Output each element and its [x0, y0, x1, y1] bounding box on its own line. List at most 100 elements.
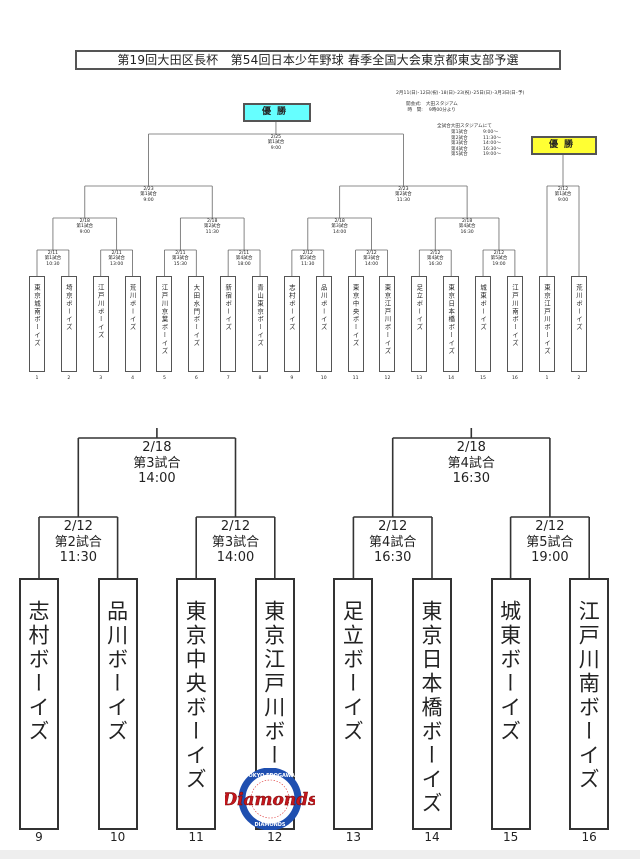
match-time: 16:30: [452, 471, 491, 486]
match-date: 2/12: [63, 519, 93, 534]
team-seed-number: 15: [502, 830, 519, 844]
team-box-a: 城東ボーイズ: [475, 276, 492, 372]
match-time: 11:30: [396, 197, 410, 203]
champion-box-main: 優勝: [243, 103, 311, 122]
team-box-a: 品川ボーイズ: [315, 276, 332, 372]
match-game: 第4試合: [426, 256, 444, 262]
team-seed-number: 10: [109, 830, 126, 844]
match-game: 第3試合: [331, 224, 349, 230]
team-box-zoomed: 志村ボーイズ: [19, 578, 59, 830]
match-time: 18:00: [237, 261, 251, 267]
team-box-a: 足立ボーイズ: [411, 276, 428, 372]
match-game: 第2試合: [203, 224, 221, 230]
team-seed-number: 11: [188, 830, 204, 844]
match-date: 2/18: [79, 219, 90, 224]
match-date: 2/11: [238, 251, 250, 256]
match-time: 9:00: [143, 197, 154, 203]
match-date: 2/18: [142, 440, 172, 455]
match-game: 第5試合: [490, 256, 508, 262]
match-time: 9:00: [557, 197, 569, 203]
schedule-game: 第5試合: [451, 152, 468, 158]
match-date: 2/12: [493, 251, 505, 256]
match-time: 11:30: [301, 261, 315, 267]
match-date: 2/12: [430, 251, 441, 256]
team-seed-number: 10: [320, 376, 327, 381]
match-time: 14:00: [216, 550, 255, 565]
match-time: 11:30: [59, 550, 98, 565]
match-game: 第4試合: [447, 455, 495, 471]
team-box-a: 新宿ボーイズ: [220, 276, 237, 372]
team-box-zoomed: 品川ボーイズ: [97, 578, 138, 830]
team-seed-number: 15: [480, 376, 486, 381]
logo-top-text: TOKYO EDOGAWA: [245, 773, 295, 779]
match-game: 第3試合: [211, 534, 260, 550]
logo-ball: [250, 779, 290, 819]
match-time: 16:30: [373, 550, 412, 565]
schedule-time: 11:30～: [483, 135, 501, 141]
team-seed-number: 11: [352, 376, 359, 381]
match-time: 9:00: [79, 229, 90, 235]
champion-box-secondary: 優勝: [531, 136, 597, 155]
team-seed-number: 5: [162, 376, 166, 381]
schedule-header: 全試合大田スタジアムにて: [437, 124, 492, 129]
logo-bottom-text: DIAMONDS: [254, 822, 285, 828]
match-date: 2/23: [143, 187, 154, 192]
team-box-b: 東京江戸川ボーイズ: [539, 276, 555, 372]
match-time: 11:30: [205, 229, 219, 235]
match-date: 2/25: [270, 135, 282, 140]
match-game: 第3試合: [133, 455, 181, 471]
match-game: 第3試合: [363, 256, 380, 262]
match-time: 14:00: [364, 261, 379, 267]
team-seed-number: 13: [345, 830, 362, 844]
team-box-zoomed: 足立ボーイズ: [333, 578, 374, 830]
schedule-game: 第1試合: [451, 130, 468, 135]
team-box-zoomed: 東京日本橋ボーイズ: [412, 578, 452, 830]
team-box-a: 江戸川南ボーイズ: [506, 276, 523, 372]
match-game: 第5試合: [526, 534, 574, 550]
match-date: 2/18: [334, 219, 345, 224]
team-seed-number: 7: [226, 376, 230, 381]
team-seed-number: 12: [267, 830, 283, 844]
match-date: 2/23: [398, 187, 409, 192]
tournament-dates: 2月11(日)･12日(祝)･18(日)･23(祝)･25日(日)･3月3日(日…: [396, 91, 525, 96]
match-game: 第4試合: [235, 256, 253, 262]
team-box-b: 荒川ボーイズ: [571, 276, 587, 372]
team-box-a: 大田水門ボーイズ: [188, 276, 205, 372]
team-seed-number: 13: [416, 376, 423, 381]
match-time: 13:00: [110, 261, 124, 267]
match-game: 第3試合: [172, 256, 189, 262]
match-time: 16:30: [460, 229, 474, 235]
team-box-a: 埼京ボーイズ: [60, 276, 77, 372]
team-box-a: 青山東京ボーイズ: [252, 276, 269, 372]
match-date: 2/12: [220, 519, 251, 534]
match-time: 19:00: [531, 550, 569, 565]
team-seed-number: 2: [67, 376, 71, 381]
team-seed-number: 1: [35, 376, 39, 381]
logo-script: Diamonds: [225, 790, 315, 810]
match-game: 第2試合: [395, 192, 412, 198]
team-seed-number: 14: [424, 830, 440, 844]
match-game: 第1試合: [140, 192, 157, 198]
match-date: 2/11: [175, 251, 186, 256]
match-time: 9:00: [270, 145, 282, 151]
match-date: 2/12: [378, 519, 408, 534]
team-box-a: 江戸川京葉ボーイズ: [156, 276, 173, 372]
match-date: 2/12: [366, 251, 377, 256]
team-seed-number: 3: [99, 376, 103, 381]
schedule-time: 16:30～: [483, 146, 501, 152]
match-game: 第1試合: [44, 256, 62, 262]
